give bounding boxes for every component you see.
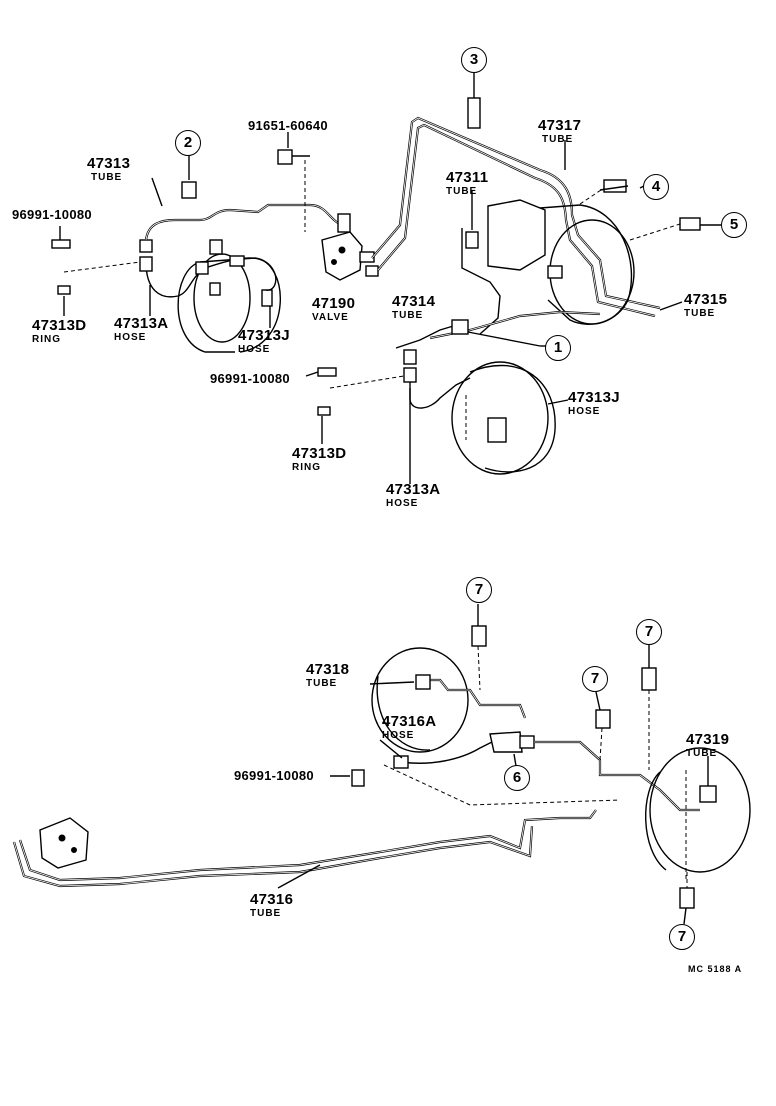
- left-hoses: [139, 239, 277, 298]
- part-type: RING: [292, 462, 321, 473]
- label-47313d-mid: 47313D RING: [292, 445, 347, 474]
- label-47318-tube: 47318 TUBE: [306, 661, 350, 690]
- lower-right-drum: [644, 747, 751, 880]
- part-number: 47313A: [114, 315, 169, 332]
- part-type: TUBE: [91, 172, 123, 183]
- label-47316a-hose: 47316A HOSE: [382, 713, 437, 742]
- label-47313-tube: 47313 TUBE: [87, 155, 131, 184]
- part-type: TUBE: [446, 186, 478, 197]
- part-number: 47190: [312, 295, 356, 312]
- label-47313a-top: 47313A HOSE: [114, 315, 169, 344]
- part-number: 47317: [538, 117, 582, 134]
- part-number: 47313D: [32, 317, 87, 334]
- callout-4: 4: [643, 174, 669, 200]
- part-type: HOSE: [114, 332, 147, 343]
- part-type: HOSE: [238, 344, 271, 355]
- part-number: 47315: [684, 291, 728, 308]
- label-47314-tube: 47314 TUBE: [392, 293, 436, 322]
- part-number: 96991-10080: [234, 768, 314, 783]
- part-type: VALVE: [312, 312, 349, 323]
- callout-7d: 7: [669, 924, 695, 950]
- part-type: TUBE: [250, 908, 282, 919]
- callout-7c: 7: [636, 619, 662, 645]
- part-type: TUBE: [392, 310, 424, 321]
- part-type: TUBE: [686, 748, 718, 759]
- part-type: HOSE: [386, 498, 419, 509]
- callout-1: 1: [545, 335, 571, 361]
- label-96991-mid: 96991-10080: [210, 371, 290, 387]
- part-type: HOSE: [568, 406, 601, 417]
- valve-bolt: [277, 149, 310, 232]
- label-47313a-mid: 47313A HOSE: [386, 481, 441, 510]
- part-type: RING: [32, 334, 61, 345]
- label-47316-tube: 47316 TUBE: [250, 891, 294, 920]
- part-number: 47319: [686, 731, 730, 748]
- part-number: 47316A: [382, 713, 437, 730]
- part-number: 47314: [392, 293, 436, 310]
- callout-2: 2: [175, 130, 201, 156]
- part-number: 96991-10080: [210, 371, 290, 386]
- right-rear-brake: [451, 361, 556, 475]
- part-number: 47313J: [238, 327, 290, 344]
- part-number: 47313A: [386, 481, 441, 498]
- drawing-code: MC 5188 A: [688, 964, 743, 974]
- part-type: TUBE: [306, 678, 338, 689]
- label-47317-tube: 47317 TUBE: [538, 117, 582, 146]
- right-front-brake: [461, 199, 635, 335]
- label-47313d-top: 47313D RING: [32, 317, 87, 346]
- label-47313j-top: 47313J HOSE: [238, 327, 290, 356]
- lower-left-drum: [371, 647, 469, 753]
- part-number: 47313D: [292, 445, 347, 462]
- part-type: TUBE: [542, 134, 574, 145]
- label-47319-tube: 47319 TUBE: [686, 731, 730, 760]
- part-number: 96991-10080: [12, 207, 92, 222]
- part-number: 91651-60640: [248, 118, 328, 133]
- callout-7a: 7: [466, 577, 492, 603]
- part-number: 47316: [250, 891, 294, 908]
- callout-3: 3: [461, 47, 487, 73]
- label-91651: 91651-60640: [248, 118, 328, 134]
- part-type: TUBE: [684, 308, 716, 319]
- proportioning-valve: [321, 213, 379, 281]
- label-47313j-mid: 47313J HOSE: [568, 389, 620, 418]
- part-number: 47313: [87, 155, 131, 172]
- part-number: 47318: [306, 661, 350, 678]
- part-number: 47313J: [568, 389, 620, 406]
- label-47311-tube: 47311 TUBE: [446, 169, 489, 198]
- label-96991-low: 96991-10080: [234, 768, 314, 784]
- label-47190-valve: 47190 VALVE: [312, 295, 356, 324]
- label-47315-tube: 47315 TUBE: [684, 291, 728, 320]
- label-96991-top: 96991-10080: [12, 207, 92, 223]
- part-type: HOSE: [382, 730, 415, 741]
- callout-5: 5: [721, 212, 747, 238]
- callout-6: 6: [504, 765, 530, 791]
- part-number: 47311: [446, 169, 489, 186]
- callout-7b: 7: [582, 666, 608, 692]
